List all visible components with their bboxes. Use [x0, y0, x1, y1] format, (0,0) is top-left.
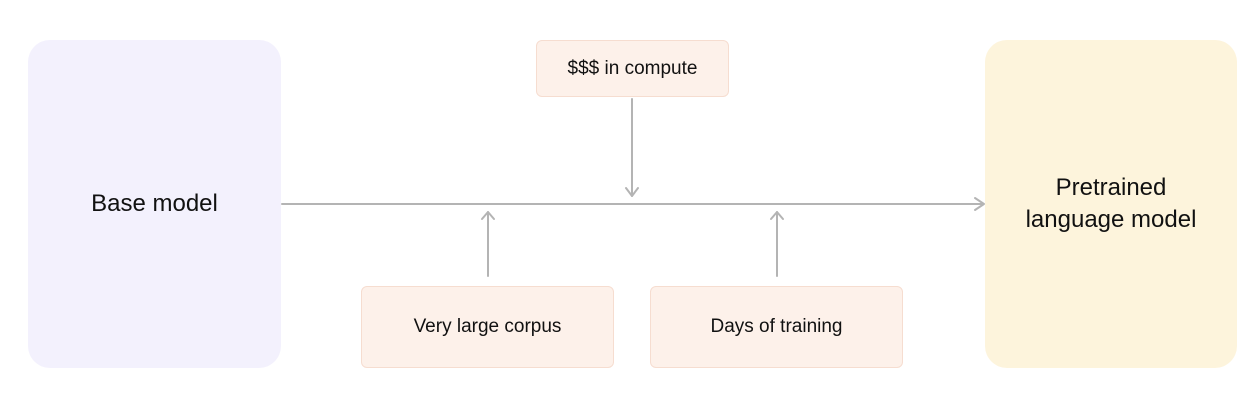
base-model-box: Base model	[28, 40, 281, 368]
pretrained-model-box: Pretrained language model	[985, 40, 1237, 368]
pretrained-model-label-line2: language model	[1025, 206, 1197, 233]
training-arrowhead	[770, 211, 784, 220]
pretrained-model-label-line1: Pretrained	[1055, 173, 1167, 201]
compute-arrowhead	[625, 187, 639, 197]
compute-label: $$$ in compute	[567, 57, 698, 79]
training-label: Days of training	[710, 316, 843, 337]
corpus-box: Very large corpus	[361, 286, 614, 368]
base-model-label: Base model	[91, 190, 218, 217]
training-box: Days of training	[650, 286, 903, 368]
main-flow-arrowhead	[974, 197, 985, 211]
compute-box: $$$ in compute	[536, 40, 729, 97]
pretrained-model-label: Pretrained language model	[1026, 172, 1197, 237]
corpus-label: Very large corpus	[413, 316, 562, 337]
corpus-arrowhead	[481, 211, 495, 220]
